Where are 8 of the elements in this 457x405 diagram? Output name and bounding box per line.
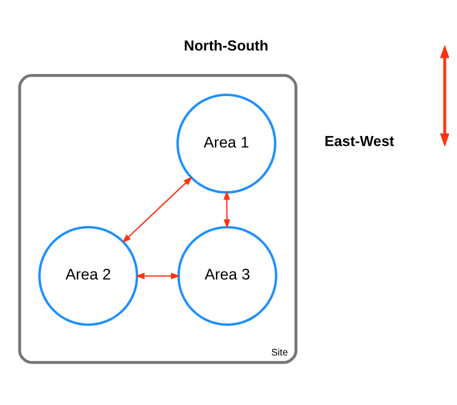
- node-circle: Area 1: [176, 93, 276, 194]
- label: East-West: [324, 134, 394, 150]
- label: North-South: [184, 38, 268, 54]
- arrow: [122, 176, 193, 243]
- node-circle: Area 3: [177, 225, 278, 326]
- arrow: [135, 272, 180, 279]
- arrow: [224, 190, 230, 228]
- node-circle: Area 2: [38, 225, 138, 326]
